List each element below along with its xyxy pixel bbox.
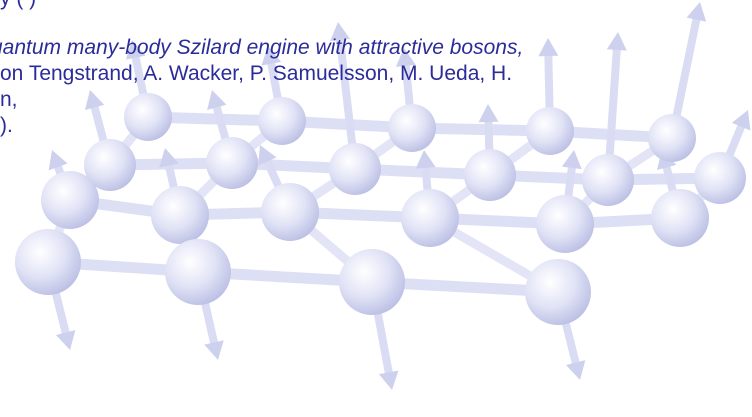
spin-arrow-head — [330, 22, 351, 42]
reference-line-4: ). — [0, 114, 13, 137]
reference-line-3: n, — [0, 88, 18, 111]
spin-arrow-head — [55, 330, 76, 350]
lattice-site-sphere — [151, 186, 209, 244]
lattice-site-sphere — [526, 107, 574, 155]
lattice-sites — [15, 93, 746, 325]
reference-authors: on Tengstrand, A. Wacker, P. Samuelsson,… — [0, 62, 513, 85]
lattice-site-sphere — [124, 93, 172, 141]
lattice-site-sphere — [261, 183, 319, 241]
lattice-site-sphere — [329, 143, 381, 195]
spin-arrow-head — [565, 360, 586, 380]
lattice-site-sphere — [648, 114, 696, 162]
lattice-site-sphere — [15, 229, 81, 295]
spin-arrow-head — [686, 2, 707, 22]
lattice-site-sphere — [651, 189, 709, 247]
lattice-site-sphere — [41, 171, 99, 229]
spin-arrow-head — [415, 150, 436, 169]
lattice-site-sphere — [84, 139, 136, 191]
lattice-site-sphere — [258, 97, 306, 145]
reference-title: uantum many-body Szilard engine with att… — [0, 36, 524, 59]
lattice-site-sphere — [165, 239, 231, 305]
lattice-site-sphere — [536, 195, 594, 253]
reference-top-fragment: y ( ) — [0, 0, 36, 11]
spin-arrow-head — [207, 90, 227, 111]
spin-arrow-head — [378, 370, 399, 390]
spin-arrow-head — [478, 104, 499, 123]
lattice-site-sphere — [339, 249, 405, 315]
lattice-site-sphere — [525, 259, 591, 325]
spin-arrow-head — [395, 48, 416, 67]
lattice-site-sphere — [401, 189, 459, 247]
spin-arrow-head — [125, 40, 146, 60]
lattice-site-sphere — [464, 149, 516, 201]
spin-arrows — [44, 2, 751, 390]
lattice-site-sphere — [206, 137, 258, 189]
spin-arrow-head — [561, 150, 582, 170]
spin-arrow-head — [606, 32, 627, 51]
spin-arrow-head — [261, 46, 282, 66]
spin-arrow-head — [48, 150, 68, 171]
lattice-site-sphere — [388, 104, 436, 152]
spin-arrow-head — [258, 145, 277, 166]
spin-arrow-head — [84, 90, 105, 110]
spin-arrow-head — [159, 148, 179, 168]
spin-arrow-head — [204, 340, 224, 360]
lattice-site-sphere — [582, 154, 634, 206]
spin-arrow-head — [731, 110, 751, 131]
lattice-site-sphere — [694, 152, 746, 204]
spin-arrow-head — [538, 38, 559, 57]
